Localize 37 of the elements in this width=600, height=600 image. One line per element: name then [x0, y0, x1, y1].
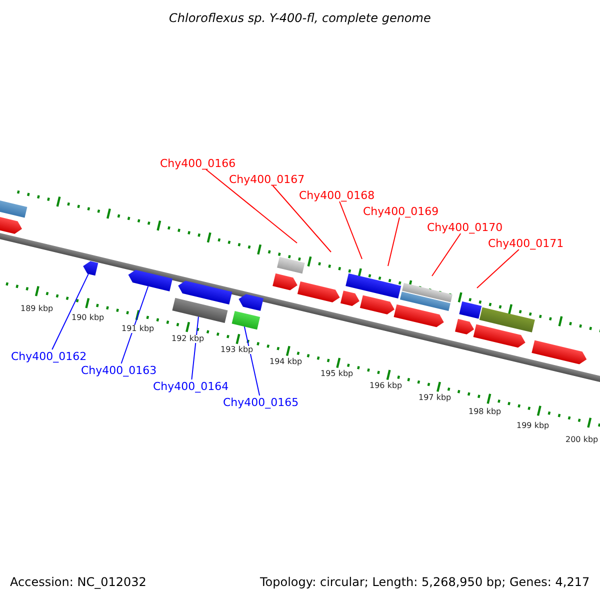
gene-label: Chy400_0170	[427, 222, 503, 232]
scale-label: 199 kbp	[516, 422, 550, 430]
scale-label: 190 kbp	[72, 314, 104, 322]
leader-line	[339, 201, 362, 260]
scale-label: 192 kbp	[172, 335, 204, 343]
scale-label: 200 kbp	[566, 436, 598, 444]
gene-feature	[232, 310, 260, 330]
scale-label: 189 kbp	[20, 305, 54, 313]
scale-label: 191 kbp	[122, 325, 154, 333]
scale-label: 198 kbp	[468, 408, 502, 416]
scale-label: 193 kbp	[220, 346, 254, 354]
gene-label: Chy400_0169	[363, 206, 439, 216]
leader-line	[476, 249, 520, 288]
leader-line	[244, 326, 260, 396]
scale-label: 197 kbp	[418, 394, 452, 402]
gene-feature	[128, 270, 173, 292]
gene-feature	[172, 298, 228, 323]
scale-label: 196 kbp	[370, 382, 402, 390]
gene-label: Chy400_0168	[299, 190, 375, 200]
gene-label: Chy400_0171	[488, 238, 564, 248]
gene-label: Chy400_0166	[160, 158, 236, 168]
genome-info-text: Topology: circular; Length: 5,268,950 bp; Genes: 4,217	[260, 576, 590, 588]
scale-label: 194 kbp	[270, 358, 302, 366]
leader-line	[272, 185, 332, 252]
accession-text: Accession: NC_012032	[10, 576, 146, 588]
leader-line	[432, 233, 462, 276]
gene-label: Chy400_0163	[81, 364, 157, 376]
leader-line	[206, 169, 298, 244]
diagram-title: Chloroflexus sp. Y-400-fl, complete genome	[169, 12, 431, 24]
gene-label: Chy400_0167	[229, 174, 305, 184]
leader-line	[120, 286, 149, 364]
gene-label: Chy400_0164	[153, 380, 229, 392]
leader-line	[388, 217, 400, 266]
gene-feature	[83, 261, 98, 276]
scale-label: 195 kbp	[320, 370, 354, 378]
gene-label: Chy400_0165	[223, 396, 299, 408]
gene-label: Chy400_0162	[11, 350, 87, 362]
